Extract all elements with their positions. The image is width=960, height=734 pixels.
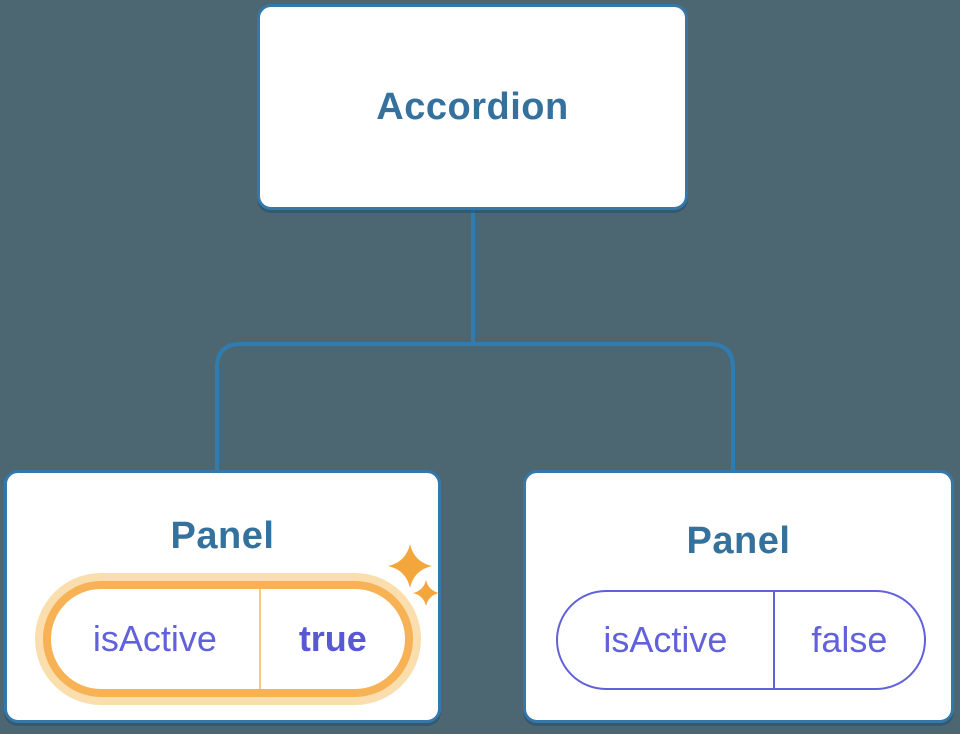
accordion-node-label: Accordion: [376, 85, 569, 128]
connector-branch: [215, 342, 735, 471]
pill-divider: [258, 589, 261, 689]
panel-node-active: Panel isActive true: [4, 470, 441, 723]
panel-node-label: Panel: [170, 515, 275, 557]
panel-node-inactive: Panel isActive false: [523, 470, 954, 723]
state-value-cell: false: [811, 619, 888, 660]
state-value-cell: true: [298, 618, 367, 659]
pill-divider: [772, 592, 775, 688]
state-key-cell: isActive: [603, 619, 728, 660]
panel-node-label: Panel: [686, 520, 791, 562]
accordion-node: Accordion: [257, 4, 688, 210]
state-pill-inactive: isActive false: [556, 590, 926, 690]
state-key-cell: isActive: [92, 618, 217, 659]
state-pill-active: isActive true: [43, 581, 413, 697]
sparkle-small: [413, 580, 439, 606]
